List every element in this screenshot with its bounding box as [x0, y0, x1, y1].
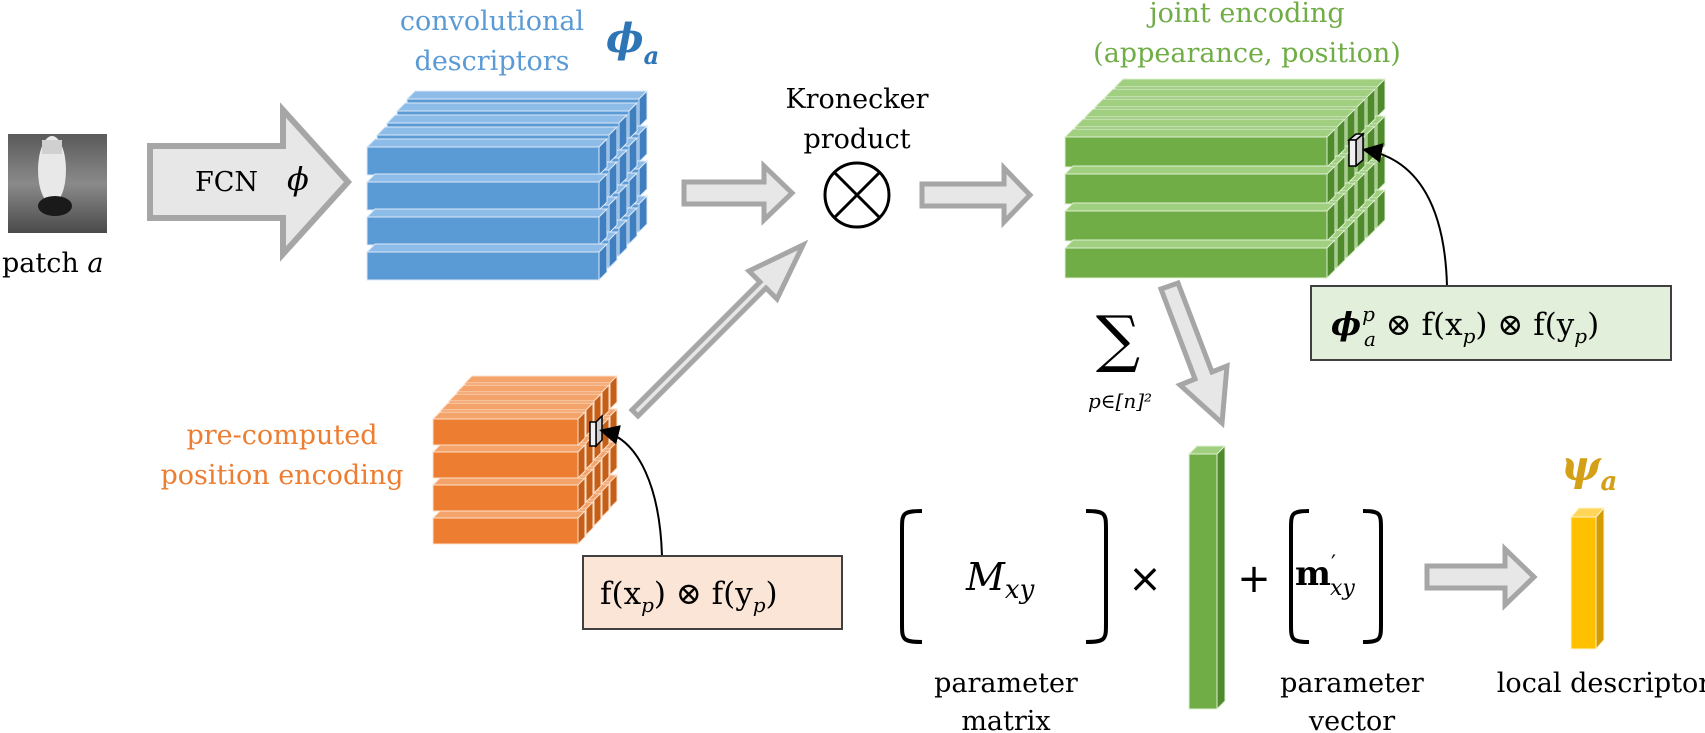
stack-bar-top [1063, 165, 1337, 175]
stack-bar-front [366, 146, 600, 176]
stack-bar-top [365, 208, 609, 218]
joint-formula-box [1310, 285, 1672, 361]
matrix-label-line2: matrix [961, 706, 1050, 733]
stack-bar-top [365, 173, 609, 183]
stack-bar-top [431, 510, 587, 519]
joint-encoding-stack [1063, 77, 1387, 280]
joint-label-line2: (appearance, position) [1093, 38, 1401, 69]
matrix-label-line1: parameter [934, 668, 1078, 699]
stack-bar-front [1064, 173, 1328, 205]
sum-subscript: p∈[n]² [1088, 389, 1152, 413]
stack-bar-top [1063, 128, 1337, 138]
sum-symbol: ∑ [1096, 302, 1140, 375]
arrow-to-local-descriptor [1424, 543, 1538, 611]
position-encoding-stack [431, 374, 619, 546]
stack-bar-top [447, 393, 603, 402]
stack-bar-top [375, 126, 619, 136]
kronecker-label-line2: product [803, 124, 910, 155]
joint-pointer-curve [1362, 143, 1448, 287]
vector-right-bracket [1362, 509, 1383, 644]
stack-bar-top [1073, 118, 1347, 128]
local-descriptor-label: local descriptor [1497, 668, 1705, 699]
conv-label-line1: convolutional [400, 6, 584, 37]
fcn-label: FCN [195, 167, 258, 198]
vector-label-line1: parameter [1280, 668, 1424, 699]
stack-bar-front [432, 517, 579, 545]
stack-bar-front [366, 181, 600, 211]
stack-bar-top [365, 138, 609, 148]
stack-bar-front [366, 251, 600, 281]
position-pointer-curve [599, 425, 663, 557]
fcn-phi: ϕ [287, 160, 309, 198]
stack-bar-top [431, 444, 587, 453]
local-psi-symbol: ψa [1561, 441, 1617, 497]
stack-bar-top [1093, 98, 1367, 108]
position-label-line1: pre-computed [186, 420, 377, 451]
stack-bar-front [1064, 247, 1328, 279]
stack-bar-top [439, 402, 595, 411]
arrow-joint-to-sum [1157, 279, 1230, 429]
times-symbol: × [1128, 556, 1162, 602]
kronecker-symbol [823, 161, 891, 229]
arrow-kronecker-to-joint [919, 161, 1034, 229]
stack-bar-front [1064, 210, 1328, 242]
fcn-arrow [147, 102, 353, 262]
stack-bar-front [432, 418, 579, 446]
matrix-right-bracket [1085, 509, 1108, 644]
stack-bar-front [432, 451, 579, 479]
stack-bar-top [385, 114, 629, 124]
patch-image [8, 134, 107, 233]
stack-bar-top [395, 102, 639, 112]
stack-bar-top [365, 243, 609, 253]
plus-symbol: + [1237, 556, 1271, 602]
conv-phi-symbol: ϕa [606, 15, 659, 70]
arrow-conv-to-kronecker [681, 160, 796, 226]
position-formula-box [582, 555, 843, 630]
convolutional-descriptor-stack [365, 89, 649, 282]
position-label-line2: position encoding [160, 460, 403, 491]
stack-bar-top [431, 411, 587, 420]
stack-bar-top [431, 477, 587, 486]
stack-bar-front [366, 216, 600, 246]
position-formula-text: f(xp) ⊗ f(yp) [600, 576, 778, 617]
vector-symbol: m′xy [1295, 552, 1355, 601]
stack-bar-top [1103, 88, 1377, 98]
stack-bar-top [405, 90, 649, 100]
joint-highlight-cell [1346, 132, 1366, 168]
summed-vector-bar [1187, 444, 1227, 711]
stack-bar-top [455, 384, 611, 393]
matrix-left-bracket [900, 509, 923, 644]
patch-label: patch a [2, 248, 103, 279]
local-descriptor-bar [1569, 506, 1606, 651]
kronecker-label-line1: Kronecker [785, 84, 928, 115]
vector-left-bracket [1289, 509, 1310, 644]
stack-bar-top [463, 375, 619, 384]
conv-label-line2: descriptors [415, 46, 570, 77]
matrix-symbol: Mxy [965, 555, 1035, 605]
stack-bar-top [1063, 202, 1337, 212]
stack-bar-front [432, 484, 579, 512]
stack-bar-top [1083, 108, 1357, 118]
stack-bar-top [1063, 239, 1337, 249]
vector-label-line2: vector [1308, 706, 1395, 733]
joint-label-line1: joint encoding [1146, 0, 1344, 29]
stack-bar-front [1064, 136, 1328, 168]
stack-bar-top [1113, 78, 1387, 88]
arrow-position-to-kronecker [628, 239, 809, 420]
